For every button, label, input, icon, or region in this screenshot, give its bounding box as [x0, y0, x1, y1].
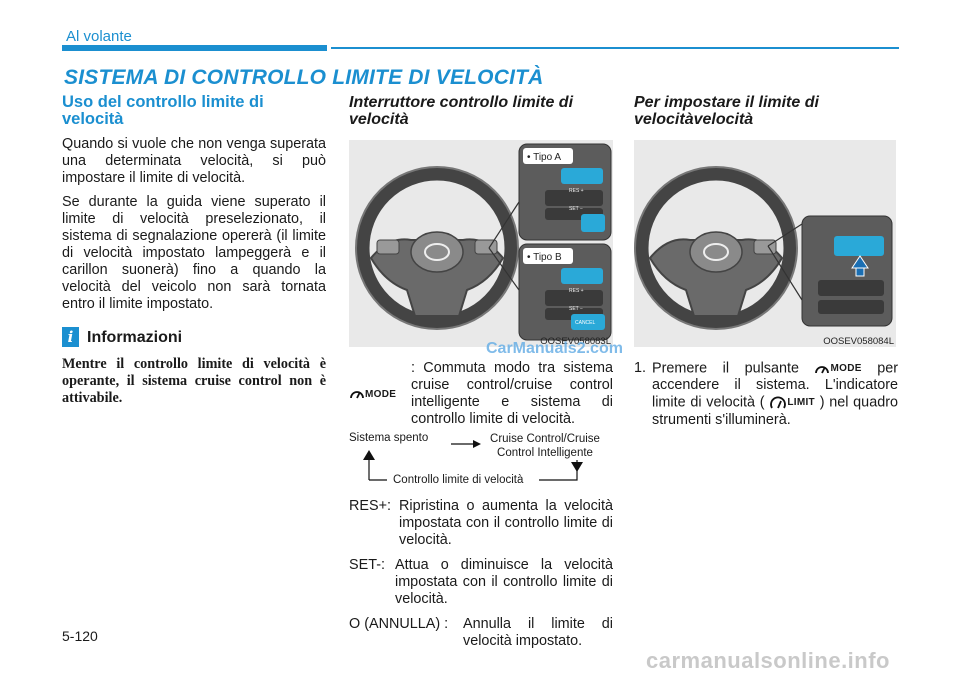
- usage-heading-line1: Uso del controllo limite di: [62, 93, 264, 111]
- mode-description: : Commuta modo tra sistema cruise contro…: [411, 360, 613, 427]
- step-number: 1.: [634, 360, 647, 376]
- figure-code-1: OOSEV058083L: [540, 336, 611, 347]
- steering-wheel-icon-2: [634, 166, 798, 330]
- steering-wheel-figure-switches: • Tipo A RES + SET − • Tipo B RES + SET …: [349, 140, 613, 347]
- switch-heading: Interruttore controllo limite di velocit…: [349, 94, 613, 128]
- button-definitions: RES+: Ripristina o aumenta la velocità i…: [349, 498, 613, 650]
- steering-wheel-illustration: • Tipo A RES + SET − • Tipo B RES + SET …: [355, 143, 612, 341]
- res-definition: RES+: Ripristina o aumenta la velocità i…: [349, 498, 613, 549]
- cancel-term: O (ANNULLA) :: [349, 616, 449, 632]
- step-text-a: Premere il pulsante: [652, 360, 799, 377]
- cancel-label: CANCEL: [575, 320, 596, 326]
- page-title: SISTEMA DI CONTROLLO LIMITE DI VELOCITÀ: [64, 66, 544, 89]
- switch-inset-type-b: • Tipo B RES + SET − CANCEL: [518, 243, 612, 341]
- figure-code-2: OOSEV058084L: [823, 336, 894, 347]
- flow-cruise-line2: Control Intelligente: [497, 447, 593, 459]
- usage-paragraph-1: Quando si vuole che non venga superata u…: [62, 136, 326, 186]
- set-label-b: SET −: [569, 306, 583, 312]
- mode-cycle-arrows: [363, 440, 583, 481]
- info-title: Informazioni: [87, 328, 183, 346]
- cancel-definition: O (ANNULLA) : Annulla il limite di veloc…: [349, 616, 613, 650]
- set-limit-heading: Per impostare il limite di velocitàveloc…: [634, 94, 898, 128]
- column-switch: Interruttore controllo limite di velocit…: [349, 94, 613, 128]
- flow-cruise-line1: Cruise Control/Cruise: [490, 433, 600, 445]
- switch-heading-line2: velocità: [349, 111, 409, 128]
- mode-icon: [350, 391, 364, 399]
- watermark-carmanualsonline: carmanualsonline.info: [646, 648, 890, 673]
- res-label-a: RES +: [569, 188, 584, 194]
- limit-inline: LIMIT: [769, 394, 815, 411]
- info-header: i Informazioni: [62, 327, 326, 347]
- set-label-a: SET −: [569, 206, 583, 212]
- steering-wheel-mode-illustration: [634, 166, 893, 330]
- mode-inline-label: MODE: [830, 363, 862, 374]
- steering-wheel-figure-mode: OOSEV058084L: [634, 140, 896, 347]
- header-rule-thin: [331, 47, 899, 49]
- mode-term: MODE: [349, 360, 411, 428]
- info-text: Mentre il controllo limite di velocità è…: [62, 356, 326, 406]
- switch-heading-line1: Interruttore controllo limite di: [349, 94, 574, 111]
- res-label-b: RES +: [569, 288, 584, 294]
- type-a-label: • Tipo A: [527, 152, 561, 163]
- step-1: 1. Premere il pulsante MODE per accender…: [634, 360, 898, 429]
- mode-label: MODE: [365, 388, 397, 400]
- header-rule-thick: [62, 45, 327, 51]
- set-term: SET-:: [349, 557, 385, 573]
- type-b-label: • Tipo B: [527, 252, 562, 263]
- set-limit-heading-line2: velocitàvelocità: [634, 111, 754, 128]
- flow-system-off: Sistema spento: [349, 432, 429, 444]
- usage-heading-line2: velocità: [62, 110, 124, 128]
- steering-wheel-icon: [355, 166, 519, 330]
- res-term: RES+:: [349, 498, 391, 514]
- cancel-description: Annulla il limite di velocità impostato.: [463, 616, 613, 649]
- flow-speed-limit: Controllo limite di velocità: [393, 474, 524, 486]
- mode-inline: MODE: [814, 360, 861, 377]
- mode-switch-inset: [801, 215, 893, 327]
- set-definition: SET-: Attua o diminuisce la velocità imp…: [349, 557, 613, 608]
- watermark-carmanuals2: CarManuals2.com: [486, 340, 623, 357]
- set-limit-heading-line1: Per impostare il limite di: [634, 94, 819, 111]
- switch-inset-type-a: • Tipo A RES + SET −: [518, 143, 612, 241]
- column-usage: Uso del controllo limite di velocità Qua…: [62, 94, 326, 407]
- mode-icon-inline: [815, 365, 830, 373]
- usage-heading: Uso del controllo limite di velocità: [62, 94, 326, 128]
- info-icon: i: [62, 327, 79, 347]
- res-description: Ripristina o aumenta la velocità imposta…: [399, 498, 613, 548]
- usage-paragraph-2: Se durante la guida viene superato il li…: [62, 194, 326, 312]
- limit-label: LIMIT: [787, 397, 815, 409]
- flow-cruise: Cruise Control/Cruise Control Intelligen…: [477, 432, 613, 460]
- mode-definition: MODE : Commuta modo tra sistema cruise c…: [349, 360, 613, 428]
- section-label: Al volante: [66, 28, 132, 45]
- mode-cycle-diagram: Sistema spento Cruise Control/Cruise Con…: [349, 430, 613, 490]
- page-number: 5-120: [62, 628, 98, 644]
- step-text: Premere il pulsante MODE per accendere i…: [652, 360, 898, 429]
- limit-icon: [770, 396, 787, 409]
- step-text-c: ) nel quadro strumenti s'illuminerà.: [652, 394, 898, 428]
- column-set-limit: Per impostare il limite di velocitàveloc…: [634, 94, 898, 128]
- step-text-b: per accendere il sistema. L'indicatore l…: [652, 360, 898, 411]
- set-description: Attua o diminuisce la velocità impostata…: [395, 557, 613, 607]
